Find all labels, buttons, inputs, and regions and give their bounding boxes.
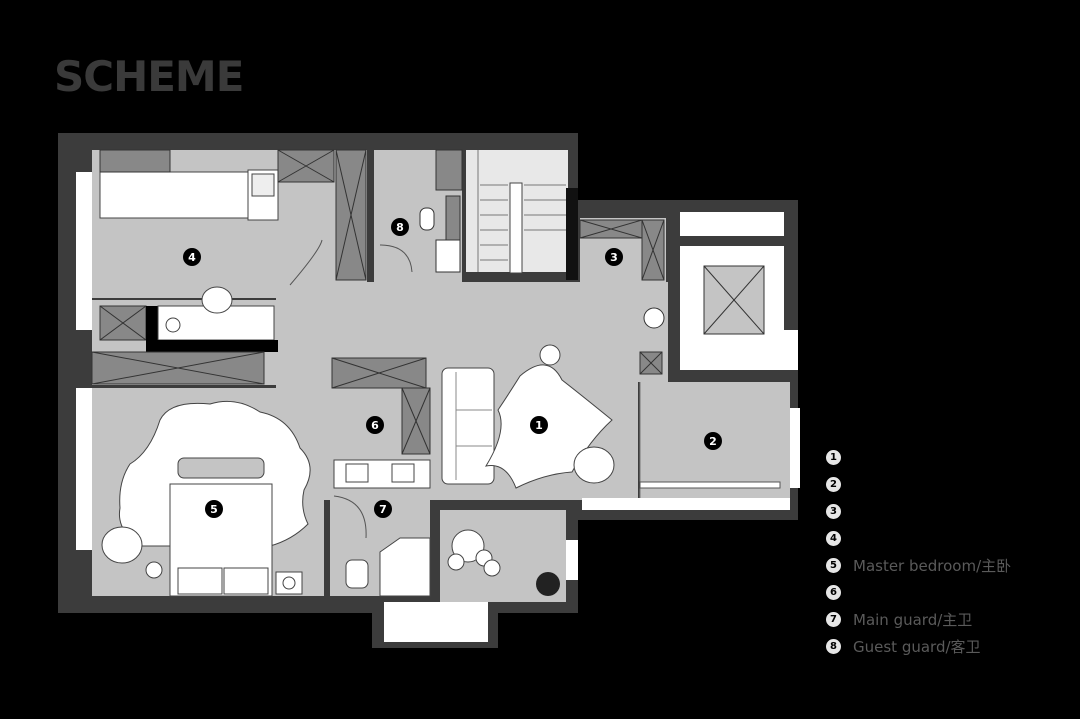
svg-text:5: 5 bbox=[210, 503, 218, 516]
room-2-fixtures bbox=[582, 382, 790, 510]
svg-text:3: 3 bbox=[610, 251, 618, 264]
room-marker-5: 5 bbox=[205, 500, 223, 518]
legend-number: 1 bbox=[826, 450, 841, 465]
staircase bbox=[466, 150, 578, 280]
svg-text:6: 6 bbox=[371, 419, 379, 432]
legend-number: 4 bbox=[826, 531, 841, 546]
room-7-fixtures bbox=[333, 459, 431, 597]
svg-text:4: 4 bbox=[188, 251, 196, 264]
legend-item-1: 1 bbox=[826, 444, 1011, 471]
wardrobe bbox=[91, 351, 265, 385]
legend-label: Master bedroom/主卧 bbox=[853, 557, 1012, 575]
room-marker-3: 3 bbox=[605, 248, 623, 266]
legend-item-8: 8 Guest guard/客卫 bbox=[826, 633, 1011, 660]
room-8-fixtures bbox=[379, 149, 463, 273]
legend-number: 6 bbox=[826, 585, 841, 600]
page-title: SCHEME bbox=[54, 52, 244, 101]
legend-number: 5 bbox=[826, 558, 841, 573]
room-marker-8: 8 bbox=[391, 218, 409, 236]
svg-text:8: 8 bbox=[396, 221, 404, 234]
legend-number: 7 bbox=[826, 612, 841, 627]
svg-text:1: 1 bbox=[535, 419, 543, 432]
living-room-furniture bbox=[331, 344, 615, 489]
legend-item-2: 2 bbox=[826, 471, 1011, 498]
room-3-fixtures bbox=[579, 219, 665, 375]
legend-label: Main guard/主卫 bbox=[853, 611, 973, 629]
legend-number: 8 bbox=[826, 639, 841, 654]
legend-item-4: 4 bbox=[826, 525, 1011, 552]
legend-item-3: 3 bbox=[826, 498, 1011, 525]
room-4-furniture bbox=[99, 149, 367, 352]
svg-text:2: 2 bbox=[709, 435, 717, 448]
dining-furniture bbox=[447, 529, 560, 596]
room-marker-2: 2 bbox=[704, 432, 722, 450]
room-marker-4: 4 bbox=[183, 248, 201, 266]
room-marker-1: 1 bbox=[530, 416, 548, 434]
legend-item-7: 7 Main guard/主卫 bbox=[826, 606, 1011, 633]
room-marker-7: 7 bbox=[374, 500, 392, 518]
legend-item-6: 6 bbox=[826, 579, 1011, 606]
legend-number: 2 bbox=[826, 477, 841, 492]
legend-label: Guest guard/客卫 bbox=[853, 638, 981, 656]
room-marker-6: 6 bbox=[366, 416, 384, 434]
legend-item-5: 5 Master bedroom/主卧 bbox=[826, 552, 1011, 579]
svg-text:7: 7 bbox=[379, 503, 387, 516]
legend: 1 2 3 4 5 Master bedroom/主卧 6 7 Main gua… bbox=[826, 444, 1011, 660]
elevator-shaft bbox=[680, 212, 798, 370]
legend-number: 3 bbox=[826, 504, 841, 519]
windows bbox=[76, 172, 800, 642]
room-5-furniture bbox=[101, 400, 311, 597]
